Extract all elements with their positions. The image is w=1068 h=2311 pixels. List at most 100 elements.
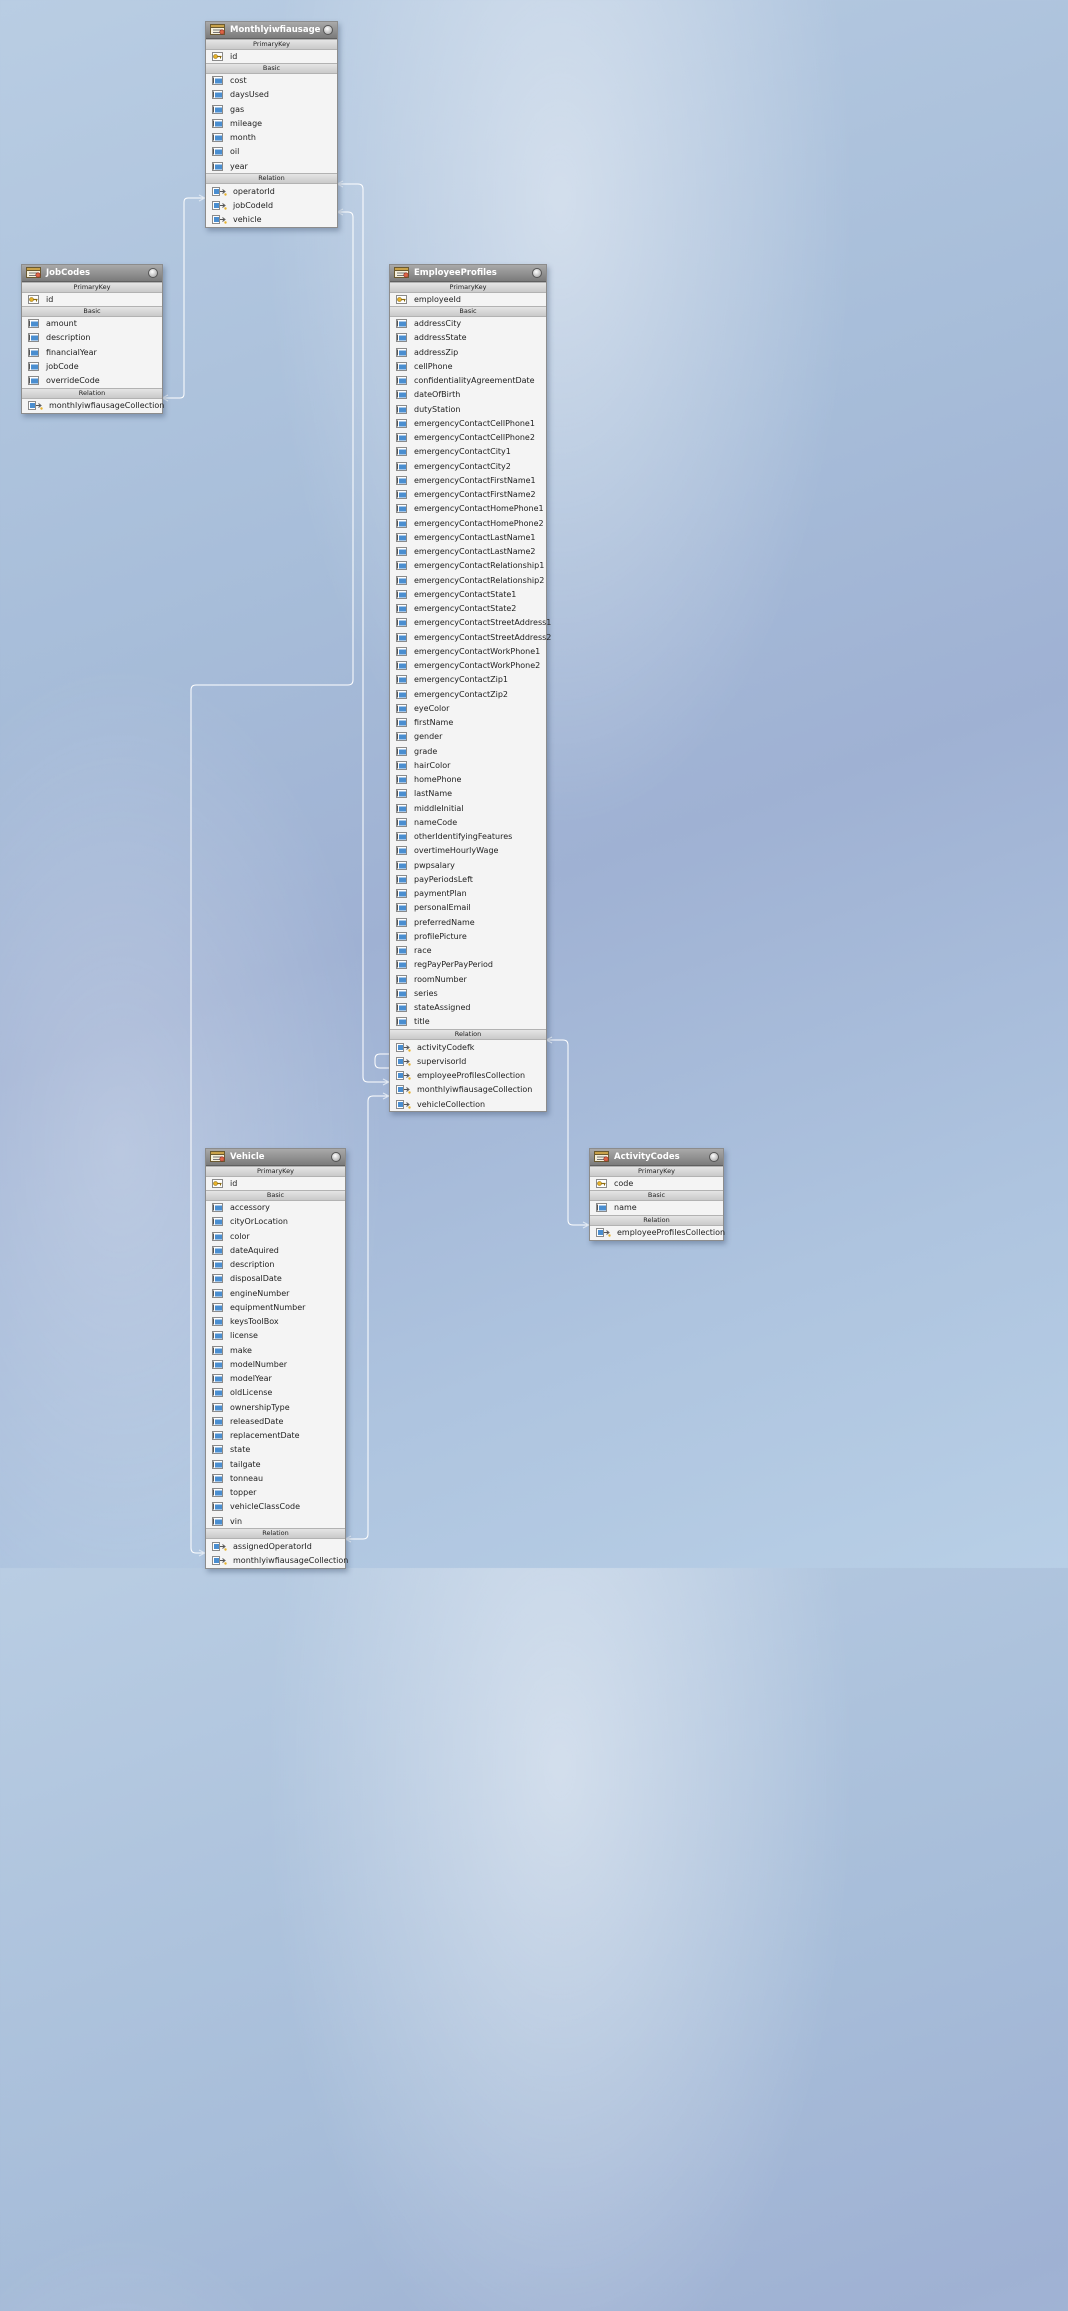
field-hair-color[interactable]: hairColor xyxy=(390,758,546,772)
field-topper[interactable]: topper xyxy=(206,1486,345,1500)
entity-header[interactable]: Monthlyiwfiausage xyxy=(206,22,337,39)
field-emergency-contact-first-name2[interactable]: emergencyContactFirstName2 xyxy=(390,488,546,502)
pk-field-code[interactable]: code xyxy=(590,1177,723,1190)
entity-header[interactable]: EmployeeProfiles xyxy=(390,265,546,282)
field-title[interactable]: title xyxy=(390,1015,546,1029)
field-cost[interactable]: cost xyxy=(206,74,337,88)
field-make[interactable]: make xyxy=(206,1343,345,1357)
relation-monthlyiwfiausage-collection[interactable]: monthlyiwfiausageCollection xyxy=(206,1554,348,1568)
field-city-or-location[interactable]: cityOrLocation xyxy=(206,1215,345,1229)
field-color[interactable]: color xyxy=(206,1229,345,1243)
field-month[interactable]: month xyxy=(206,131,337,145)
field-emergency-contact-last-name2[interactable]: emergencyContactLastName2 xyxy=(390,545,546,559)
field-disposal-date[interactable]: disposalDate xyxy=(206,1272,345,1286)
field-gender[interactable]: gender xyxy=(390,730,546,744)
field-emergency-contact-zip1[interactable]: emergencyContactZip1 xyxy=(390,673,546,687)
field-emergency-contact-relationship1[interactable]: emergencyContactRelationship1 xyxy=(390,559,546,573)
field-middle-initial[interactable]: middleInitial xyxy=(390,801,546,815)
relation-employee-profiles-collection[interactable]: employeeProfilesCollection xyxy=(390,1069,546,1083)
entity-header[interactable]: JobCodes xyxy=(22,265,162,282)
field-days-used[interactable]: daysUsed xyxy=(206,88,337,102)
field-date-of-birth[interactable]: dateOfBirth xyxy=(390,388,546,402)
field-accessory[interactable]: accessory xyxy=(206,1201,345,1215)
field-keys-tool-box[interactable]: keysToolBox xyxy=(206,1315,345,1329)
relation-supervisor-id[interactable]: supervisorId xyxy=(390,1054,546,1068)
field-tailgate[interactable]: tailgate xyxy=(206,1457,345,1471)
relation-vehicle[interactable]: vehicle xyxy=(206,213,337,227)
entity-header[interactable]: Vehicle xyxy=(206,1149,345,1166)
field-confidentiality-agreement-date[interactable]: confidentialityAgreementDate xyxy=(390,374,546,388)
relation-monthlyiwfiausage-collection[interactable]: monthlyiwfiausageCollection xyxy=(22,399,164,413)
field-last-name[interactable]: lastName xyxy=(390,787,546,801)
field-eye-color[interactable]: eyeColor xyxy=(390,701,546,715)
field-ownership-type[interactable]: ownershipType xyxy=(206,1400,345,1414)
field-emergency-contact-work-phone2[interactable]: emergencyContactWorkPhone2 xyxy=(390,659,546,673)
field-year[interactable]: year xyxy=(206,159,337,173)
field-race[interactable]: race xyxy=(390,944,546,958)
field-financial-year[interactable]: financialYear xyxy=(22,345,162,359)
entity-header[interactable]: ActivityCodes xyxy=(590,1149,723,1166)
field-emergency-contact-cell-phone2[interactable]: emergencyContactCellPhone2 xyxy=(390,431,546,445)
collapse-button[interactable] xyxy=(709,1152,719,1162)
field-emergency-contact-home-phone1[interactable]: emergencyContactHomePhone1 xyxy=(390,502,546,516)
pk-field-id[interactable]: id xyxy=(206,50,337,63)
relation-vehicle-collection[interactable]: vehicleCollection xyxy=(390,1097,546,1111)
field-emergency-contact-cell-phone1[interactable]: emergencyContactCellPhone1 xyxy=(390,416,546,430)
field-overtime-hourly-wage[interactable]: overtimeHourlyWage xyxy=(390,844,546,858)
field-override-code[interactable]: overrideCode xyxy=(22,374,162,388)
field-emergency-contact-zip2[interactable]: emergencyContactZip2 xyxy=(390,687,546,701)
field-emergency-contact-city1[interactable]: emergencyContactCity1 xyxy=(390,445,546,459)
field-name[interactable]: name xyxy=(590,1201,723,1215)
field-description[interactable]: description xyxy=(206,1258,345,1272)
collapse-button[interactable] xyxy=(148,268,158,278)
collapse-button[interactable] xyxy=(323,25,333,35)
field-reg-pay-per-pay-period[interactable]: regPayPerPayPeriod xyxy=(390,958,546,972)
field-emergency-contact-state2[interactable]: emergencyContactState2 xyxy=(390,602,546,616)
field-preferred-name[interactable]: preferredName xyxy=(390,915,546,929)
collapse-button[interactable] xyxy=(331,1152,341,1162)
field-job-code[interactable]: jobCode xyxy=(22,359,162,373)
field-replacement-date[interactable]: replacementDate xyxy=(206,1429,345,1443)
field-emergency-contact-city2[interactable]: emergencyContactCity2 xyxy=(390,459,546,473)
field-date-aquired[interactable]: dateAquired xyxy=(206,1243,345,1257)
field-personal-email[interactable]: personalEmail xyxy=(390,901,546,915)
field-state[interactable]: state xyxy=(206,1443,345,1457)
field-emergency-contact-work-phone1[interactable]: emergencyContactWorkPhone1 xyxy=(390,644,546,658)
field-emergency-contact-state1[interactable]: emergencyContactState1 xyxy=(390,587,546,601)
field-license[interactable]: license xyxy=(206,1329,345,1343)
field-home-phone[interactable]: homePhone xyxy=(390,773,546,787)
field-model-number[interactable]: modelNumber xyxy=(206,1357,345,1371)
relation-job-code-id[interactable]: jobCodeId xyxy=(206,199,337,213)
field-payment-plan[interactable]: paymentPlan xyxy=(390,887,546,901)
relation-employee-profiles-collection[interactable]: employeeProfilesCollection xyxy=(590,1226,725,1240)
field-old-license[interactable]: oldLicense xyxy=(206,1386,345,1400)
field-state-assigned[interactable]: stateAssigned xyxy=(390,1001,546,1015)
field-emergency-contact-relationship2[interactable]: emergencyContactRelationship2 xyxy=(390,573,546,587)
collapse-button[interactable] xyxy=(532,268,542,278)
field-emergency-contact-first-name1[interactable]: emergencyContactFirstName1 xyxy=(390,473,546,487)
field-mileage[interactable]: mileage xyxy=(206,116,337,130)
field-emergency-contact-street-address1[interactable]: emergencyContactStreetAddress1 xyxy=(390,616,551,630)
relation-assigned-operator-id[interactable]: assignedOperatorId xyxy=(206,1539,345,1553)
field-released-date[interactable]: releasedDate xyxy=(206,1414,345,1428)
field-tonneau[interactable]: tonneau xyxy=(206,1471,345,1485)
field-pay-periods-left[interactable]: payPeriodsLeft xyxy=(390,872,546,886)
field-series[interactable]: series xyxy=(390,986,546,1000)
field-other-identifying-features[interactable]: otherIdentifyingFeatures xyxy=(390,830,546,844)
field-duty-station[interactable]: dutyStation xyxy=(390,402,546,416)
field-gas[interactable]: gas xyxy=(206,102,337,116)
field-oil[interactable]: oil xyxy=(206,145,337,159)
field-address-zip[interactable]: addressZip xyxy=(390,345,546,359)
field-emergency-contact-street-address2[interactable]: emergencyContactStreetAddress2 xyxy=(390,630,551,644)
field-room-number[interactable]: roomNumber xyxy=(390,972,546,986)
pk-field-employee-id[interactable]: employeeId xyxy=(390,293,546,306)
field-emergency-contact-last-name1[interactable]: emergencyContactLastName1 xyxy=(390,530,546,544)
field-vehicle-class-code[interactable]: vehicleClassCode xyxy=(206,1500,345,1514)
field-description[interactable]: description xyxy=(22,331,162,345)
field-name-code[interactable]: nameCode xyxy=(390,815,546,829)
field-grade[interactable]: grade xyxy=(390,744,546,758)
relation-activity-codefk[interactable]: activityCodefk xyxy=(390,1040,546,1054)
field-model-year[interactable]: modelYear xyxy=(206,1372,345,1386)
